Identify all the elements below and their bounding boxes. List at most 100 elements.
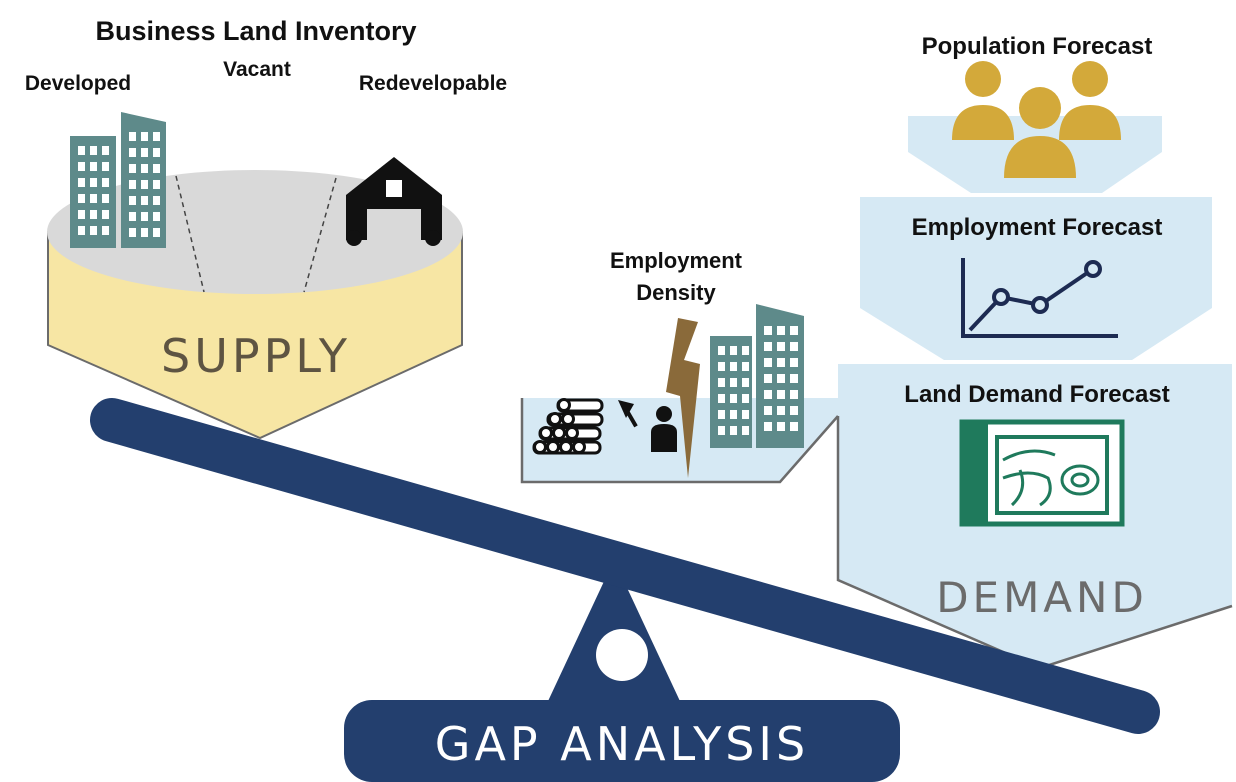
- employment-density-label-line2: Density: [636, 280, 716, 305]
- land-map-icon: [959, 419, 1125, 527]
- building-window: [718, 362, 725, 371]
- building-window: [90, 210, 97, 219]
- building-window: [730, 346, 737, 355]
- building-window: [102, 178, 109, 187]
- building-window: [153, 180, 160, 189]
- building-window: [764, 342, 772, 351]
- building-window: [141, 132, 148, 141]
- building-window: [153, 196, 160, 205]
- building-window: [153, 148, 160, 157]
- building-window: [790, 422, 798, 431]
- density-buildings-icon: [710, 304, 804, 448]
- employment-density-label-line1: Employment: [610, 248, 743, 273]
- land-demand-forecast-label: Land Demand Forecast: [904, 381, 1169, 408]
- building-window: [129, 148, 136, 157]
- category-developed: Developed: [25, 72, 131, 95]
- people-icon: [952, 61, 1121, 178]
- building-window: [141, 148, 148, 157]
- building-window: [78, 146, 85, 155]
- building-window: [790, 342, 798, 351]
- building-window: [742, 346, 749, 355]
- building-window: [102, 146, 109, 155]
- building-window: [718, 378, 725, 387]
- building-window: [777, 374, 785, 383]
- seesaw-beam: [90, 398, 1160, 734]
- building-window: [764, 326, 772, 335]
- building-window: [790, 374, 798, 383]
- building-window: [718, 346, 725, 355]
- lightning-icon: [666, 318, 700, 478]
- gap-analysis-label: GAP ANALYSIS: [435, 717, 809, 771]
- building-window: [742, 394, 749, 403]
- building-window: [141, 180, 148, 189]
- building-window: [90, 226, 97, 235]
- building-window: [90, 162, 97, 171]
- building-window: [742, 426, 749, 435]
- building-window: [129, 164, 136, 173]
- population-forecast-label: Population Forecast: [922, 33, 1153, 60]
- supply-label: SUPPLY: [161, 329, 351, 383]
- building-window: [790, 358, 798, 367]
- developed-buildings-icon: [70, 112, 166, 248]
- building-window: [102, 162, 109, 171]
- building-window: [764, 390, 772, 399]
- building-window: [790, 390, 798, 399]
- employment-forecast-label: Employment Forecast: [912, 214, 1163, 241]
- building-window: [153, 212, 160, 221]
- building-window: [764, 406, 772, 415]
- vacant-divider-left: [175, 175, 205, 293]
- building-window: [141, 228, 148, 237]
- building-window: [78, 226, 85, 235]
- building-window: [90, 194, 97, 203]
- building-window: [141, 212, 148, 221]
- category-redevelopable: Redevelopable: [359, 72, 507, 95]
- building-window: [718, 410, 725, 419]
- building-window: [90, 146, 97, 155]
- building-window: [78, 194, 85, 203]
- logs-icon: [532, 398, 604, 455]
- building-window: [730, 394, 737, 403]
- employment-funnel: [860, 197, 1212, 360]
- building-window: [90, 178, 97, 187]
- building-window: [777, 406, 785, 415]
- building-window: [742, 362, 749, 371]
- building-window: [777, 358, 785, 367]
- building-window: [129, 228, 136, 237]
- barn-icon: [346, 157, 442, 246]
- lumberjack-icon: [618, 400, 677, 452]
- building-window: [78, 162, 85, 171]
- building-window: [141, 196, 148, 205]
- building-window: [102, 210, 109, 219]
- building-window: [153, 228, 160, 237]
- building-window: [730, 426, 737, 435]
- building-window: [777, 342, 785, 351]
- building-window: [129, 212, 136, 221]
- building-window: [790, 326, 798, 335]
- building-window: [764, 422, 772, 431]
- building-window: [790, 406, 798, 415]
- building-window: [730, 362, 737, 371]
- building-window: [742, 378, 749, 387]
- building-window: [78, 178, 85, 187]
- fulcrum-pivot: [596, 629, 648, 681]
- building-window: [730, 410, 737, 419]
- building-window: [718, 394, 725, 403]
- vacant-divider-right: [303, 177, 337, 293]
- building-window: [764, 358, 772, 367]
- building-window: [102, 226, 109, 235]
- building-window: [153, 132, 160, 141]
- business-land-inventory-title: Business Land Inventory: [95, 16, 416, 46]
- line-chart-icon: [961, 258, 1118, 338]
- building-window: [129, 196, 136, 205]
- building-window: [102, 194, 109, 203]
- building-window: [129, 132, 136, 141]
- building-window: [730, 378, 737, 387]
- building-window: [777, 422, 785, 431]
- demand-outline: [836, 416, 1233, 670]
- building-window: [129, 180, 136, 189]
- building-window: [764, 374, 772, 383]
- category-vacant: Vacant: [223, 58, 291, 81]
- building-window: [153, 164, 160, 173]
- gap-analysis-banner: [344, 700, 900, 782]
